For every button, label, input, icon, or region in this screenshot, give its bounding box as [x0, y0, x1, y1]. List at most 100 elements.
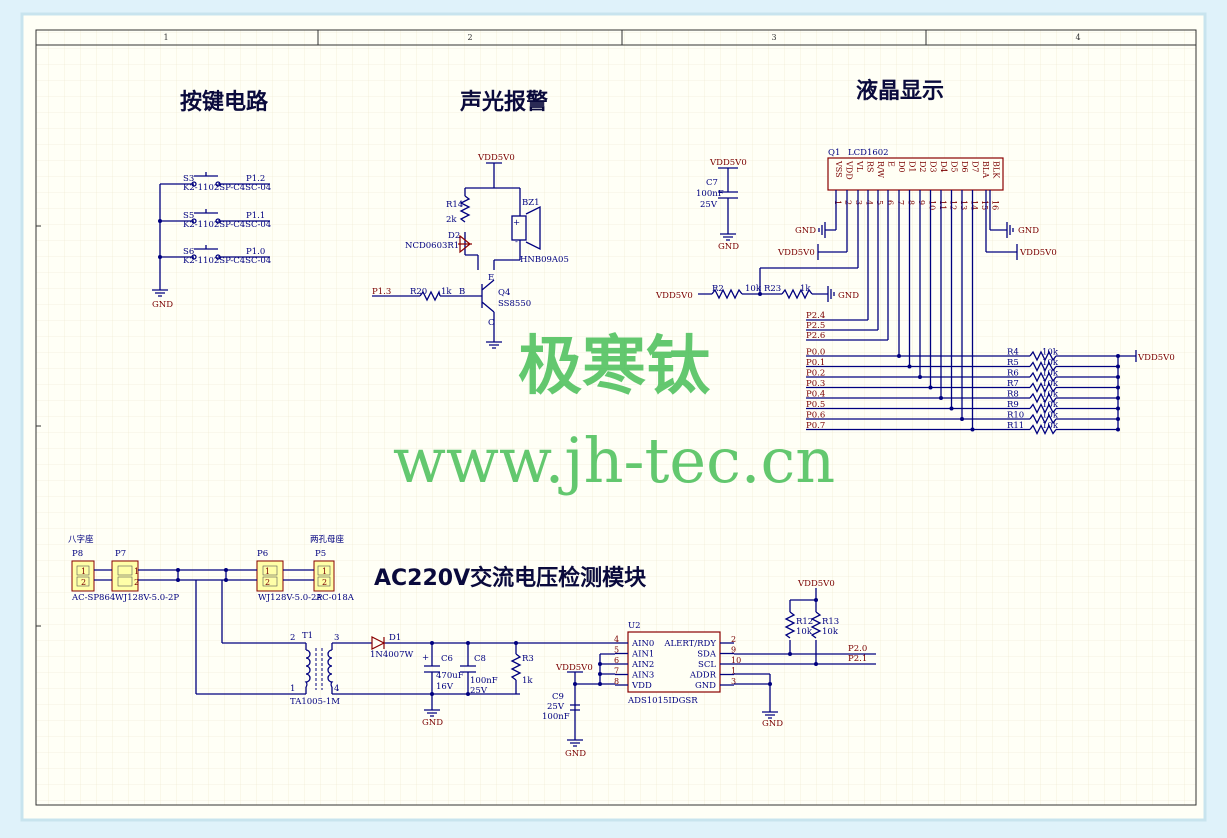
lcd-ref: Q1: [828, 148, 840, 158]
data-bus-net: P0.5: [806, 400, 825, 410]
c8-value: 100nF: [470, 676, 498, 686]
u2-pin-label: GND: [695, 681, 716, 691]
button-s6[interactable]: [188, 245, 224, 260]
pullup-resistor: [1029, 382, 1057, 393]
pullup-value: 10k: [1042, 369, 1059, 379]
ctrl-net: P2.5: [806, 321, 825, 331]
lcd-pin-label: D3: [929, 161, 938, 173]
lcd-pin-number: 14: [970, 200, 979, 210]
lcd-pin-label: BLK: [992, 161, 1001, 179]
p6-part: WJ128V-5.0-2P: [258, 593, 322, 603]
r2-ref: R2: [712, 284, 724, 294]
vdd-label: VDD5V0: [555, 663, 593, 673]
ctrl-net: P2.6: [806, 331, 825, 341]
lcd-pin-label: D6: [960, 161, 969, 173]
resistor-r23: [781, 288, 813, 300]
vdd-label: VDD5V0: [1137, 353, 1175, 363]
column-label: 2: [467, 33, 472, 42]
junction-dot: [939, 396, 943, 400]
title-keys: 按键电路: [180, 89, 269, 115]
button-s3[interactable]: [188, 172, 224, 187]
gnd-icon: [424, 694, 440, 717]
r12-value: 10k: [796, 627, 813, 637]
r23-value: 1k: [800, 284, 811, 294]
vdd-label: VDD5V0: [477, 153, 515, 163]
lcd-pin-labels: VSS1VDD2VL3RS4R/W5E6D07D18D29D310D411D51…: [833, 160, 1001, 210]
pullup-value: 10k: [1042, 400, 1059, 410]
u2-pin-label: AIN0: [631, 639, 654, 649]
pullup-value: 10k: [1042, 411, 1059, 421]
title-ac: AC220V交流电压检测模块: [374, 565, 647, 591]
u2-pin-number: 7: [614, 667, 619, 676]
lcd-pin-label: VSS: [834, 160, 843, 178]
lcd-pin-label: VDD: [845, 160, 854, 180]
r23-ref: R23: [764, 284, 781, 294]
capacitor-c8: [460, 643, 476, 694]
column-label: 4: [1075, 33, 1080, 42]
vdd-label: VDD5V0: [709, 158, 747, 168]
data-bus-net: P0.3: [806, 379, 825, 389]
vdd-label: VDD5V0: [1019, 248, 1057, 258]
junction-dot: [907, 364, 912, 369]
resistor-r12: [784, 611, 796, 639]
u2-pin-label: ADDR: [689, 671, 717, 681]
r13-ref: R13: [822, 617, 839, 627]
u2-pin-number: 8: [614, 677, 619, 686]
title-alarm: 声光报警: [459, 90, 548, 115]
pullup-value: 10k: [1042, 390, 1059, 400]
p21-net: P2.1: [848, 654, 867, 664]
lcd-pin-label: D5: [950, 161, 959, 173]
u2-pin-number: 5: [614, 646, 619, 655]
r14-ref: R14: [446, 200, 463, 210]
d1-part: 1N4007W: [370, 650, 413, 660]
q4-c: C: [488, 318, 495, 328]
gnd-label: GND: [838, 291, 859, 301]
pullup-ref: R8: [1007, 390, 1019, 400]
lcd-pin-label: R/W: [876, 161, 885, 179]
vdd-label: VDD5V0: [655, 291, 693, 301]
data-bus-wire: [806, 190, 1118, 410]
data-bus-wire: [806, 190, 1118, 431]
u2-pin-label: AIN2: [631, 660, 654, 670]
t1-pin: 4: [334, 684, 339, 694]
connector-p5[interactable]: [313, 560, 335, 592]
t1-ref: T1: [302, 631, 313, 641]
pullup-ref: R11: [1007, 421, 1024, 431]
c8-voltage: 25V: [470, 686, 488, 696]
lcd-circuit: Q1 LCD1602 VSS1VDD2VL3RS4R/W5E6D07D18D29…: [655, 148, 1175, 435]
u2-pin-number: 2: [731, 635, 736, 644]
q4-ref: Q4: [498, 288, 510, 298]
u2-pin-number: 9: [731, 646, 736, 655]
pullup-ref: R10: [1007, 411, 1024, 421]
connector-p8[interactable]: [71, 560, 95, 592]
gnd-icon: [486, 341, 502, 349]
u2-pin-label: AIN1: [631, 650, 654, 660]
resistor-r20: [419, 290, 441, 302]
u2-pin-number: 6: [614, 656, 619, 665]
bz1-ref: BZ1: [522, 198, 540, 208]
data-bus-wire: [806, 190, 1118, 420]
u2-pin-number: 3: [731, 677, 736, 686]
c7-value: 100nF: [696, 189, 724, 199]
lcd-pin-label: D7: [971, 161, 980, 173]
junction-dot: [928, 385, 933, 390]
r2-value: 10k: [745, 284, 762, 294]
vdd-label: VDD5V0: [797, 579, 835, 589]
button-s5[interactable]: [188, 209, 224, 224]
connector-p7[interactable]: [111, 560, 139, 592]
buzzer-bz1: [511, 215, 527, 241]
gnd-label: GND: [1018, 226, 1039, 236]
pullup-value: 10k: [1042, 358, 1059, 368]
pin-num: 1: [134, 567, 139, 576]
column-labels: 1 2 3 4: [163, 33, 1080, 42]
data-bus-wire: [806, 190, 1118, 399]
alarm-circuit: VDD5V0 R14 2k D2 NCD0603R1 BZ1 HNB09A05 …: [372, 153, 569, 349]
connector-p6[interactable]: [256, 560, 284, 592]
u2-pin-number: 10: [731, 656, 741, 665]
led-d2: [458, 234, 472, 254]
pin-num: 1: [265, 567, 270, 576]
button-ref: S3: [183, 174, 194, 184]
